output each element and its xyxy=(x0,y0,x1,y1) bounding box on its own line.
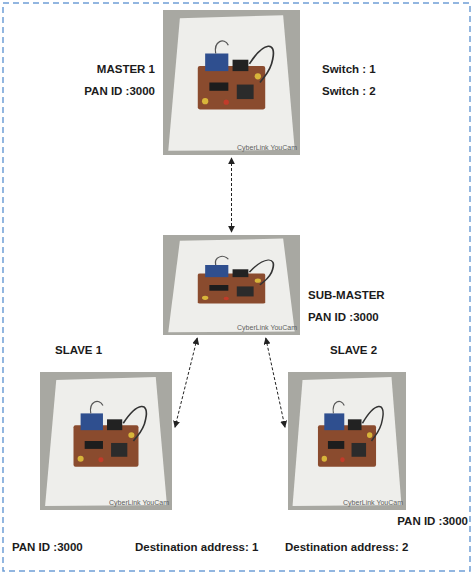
device-setting: Destination address: 2 xyxy=(285,540,408,554)
watermark: CyberLink YouCam xyxy=(109,499,169,507)
slave-device: SLAVE 1PAN ID :3000Destination address: … xyxy=(40,372,172,510)
device-title: SLAVE 2 xyxy=(330,343,377,357)
watermark: CyberLink YouCam xyxy=(237,144,297,152)
submaster-device: SUB-MASTERPAN ID :3000 xyxy=(163,235,300,335)
device-title: SUB-MASTER xyxy=(308,288,385,302)
device-title: MASTER 1 xyxy=(97,62,155,76)
device-setting: PAN ID :3000 xyxy=(397,514,468,528)
wireless-link xyxy=(175,338,197,427)
device-title: SLAVE 1 xyxy=(55,343,102,357)
device-setting: PAN ID :3000 xyxy=(84,84,155,98)
watermark: CyberLink YouCam xyxy=(237,324,297,332)
slave-device: SLAVE 2PAN ID :3000Destination address: … xyxy=(288,372,406,510)
wireless-link xyxy=(266,338,285,427)
device-setting: Destination address: 1 xyxy=(135,540,258,554)
dashed-frame xyxy=(3,3,470,571)
wireless-link xyxy=(231,158,232,232)
master-board-photo xyxy=(163,10,300,155)
watermark: CyberLink YouCam xyxy=(343,499,403,507)
slave2-board-photo xyxy=(288,372,406,510)
device-setting: Switch : 2 xyxy=(322,84,376,98)
submaster-board-photo xyxy=(163,235,300,335)
device-setting: PAN ID :3000 xyxy=(308,310,379,324)
master-device: MASTER 1PAN ID :3000Switch : 1Switch : 2 xyxy=(163,10,300,155)
device-setting: PAN ID :3000 xyxy=(12,540,83,554)
slave1-board-photo xyxy=(40,372,172,510)
device-setting: Switch : 1 xyxy=(322,62,376,76)
